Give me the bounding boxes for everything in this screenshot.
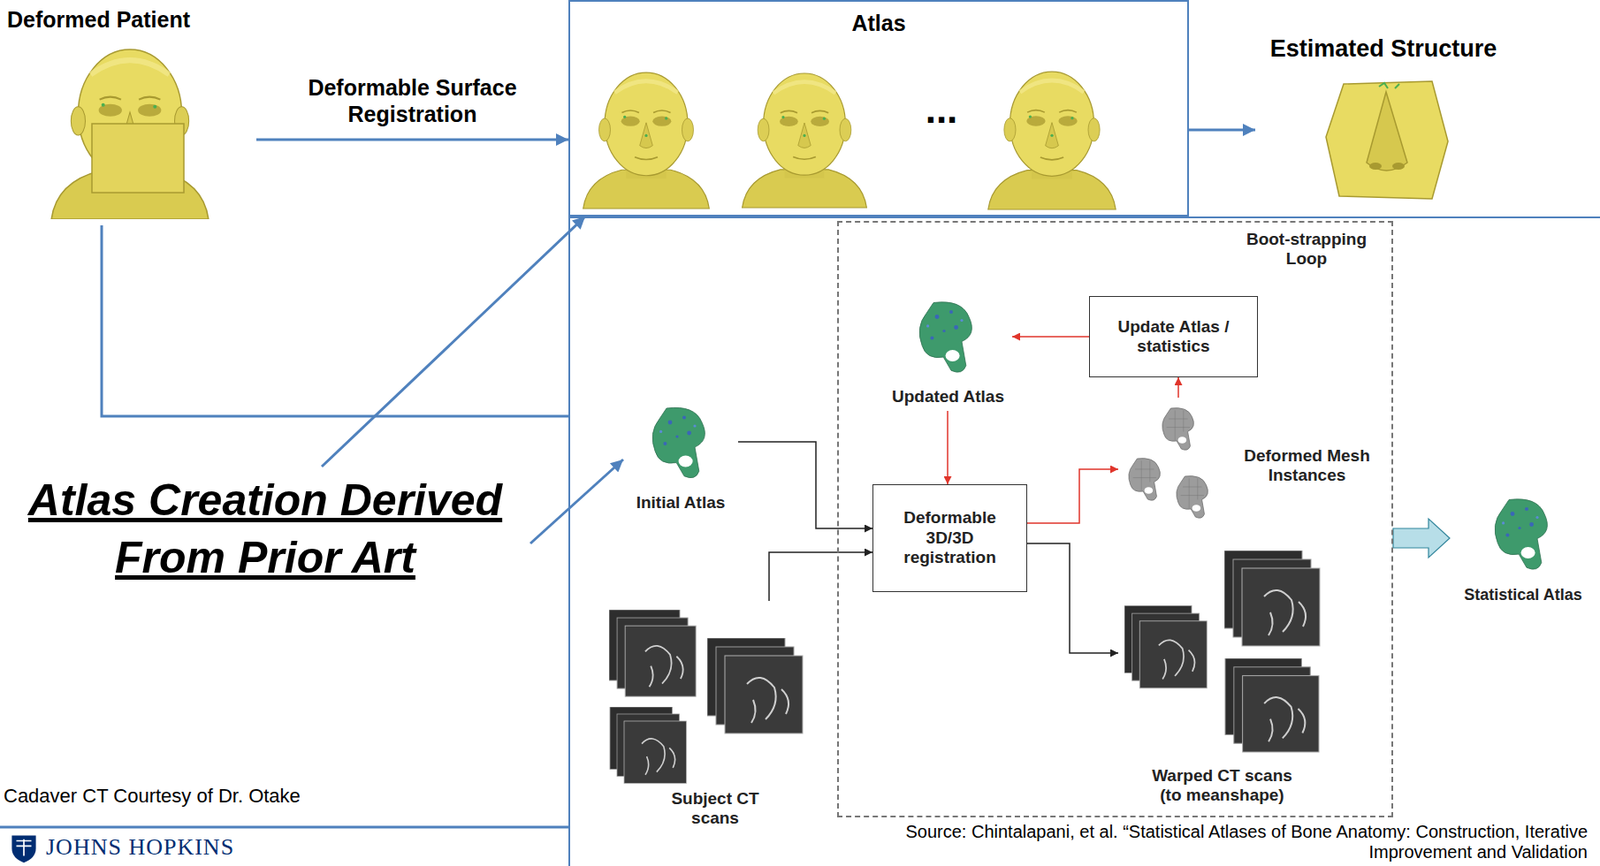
patient-head xyxy=(51,49,209,220)
icon-label: Deformed Mesh Instances xyxy=(1229,446,1385,487)
credit-note: Cadaver CT Courtesy of Dr. Otake xyxy=(3,784,358,808)
loop-frame: Boot-strapping LoopDeformable 3D/3D regi… xyxy=(837,220,1394,818)
ct-stack xyxy=(609,609,696,697)
mesh-icon xyxy=(1176,476,1209,519)
scan-group: Subject CT scans xyxy=(609,601,818,831)
estimate-group: Estimated Structure xyxy=(1255,35,1512,208)
atlas-icon xyxy=(919,302,972,373)
icon-label: Subject CT scans xyxy=(653,789,778,830)
connector-arrow xyxy=(946,411,949,485)
ct-stack xyxy=(1124,606,1207,689)
nostril xyxy=(1392,162,1405,170)
connector-arrow xyxy=(101,225,569,417)
label-slot: Cadaver CT Courtesy of Dr. Otake xyxy=(3,784,358,808)
logo-text: JOHNS HOPKINS xyxy=(45,834,329,862)
atlas-icon xyxy=(1494,499,1547,570)
box-label: Deformable 3D/3D registration xyxy=(879,508,1021,568)
connector-arrow xyxy=(256,138,569,142)
connector-arrow xyxy=(1177,377,1180,398)
nose-structure xyxy=(1325,81,1448,199)
icon-group: Updated Atlas xyxy=(883,291,1013,412)
heading-text: Estimated Structure xyxy=(1255,35,1512,64)
process-box: Update Atlas / statistics xyxy=(1089,296,1258,378)
atlas-head xyxy=(988,71,1116,210)
label-slot: JOHNS HOPKINS xyxy=(45,834,329,862)
atlas-head xyxy=(583,72,710,209)
edge-label-slot: Deformable Surface Registration xyxy=(266,75,559,128)
connector-arrow xyxy=(1012,335,1090,338)
icon-label: Warped CT scans (to meanshape) xyxy=(1144,766,1300,807)
atlas-box: Atlas xyxy=(568,0,1189,217)
divider-line xyxy=(0,826,569,830)
ellipsis-mark: ... xyxy=(910,86,973,133)
process-box: Deformable 3D/3D registration xyxy=(872,484,1028,593)
label-slot: ... xyxy=(910,86,973,133)
nose-shape xyxy=(1366,91,1408,171)
figure-panel: Source: Chintalapani, et al. “Statistica… xyxy=(568,216,1600,866)
ct-stack xyxy=(707,638,803,734)
ct-stack xyxy=(1225,658,1319,753)
mesh-icon xyxy=(1128,458,1161,502)
icon-label: Statistical Atlas xyxy=(1449,586,1597,605)
icon-label: Initial Atlas xyxy=(623,493,739,513)
connector-arrow xyxy=(530,459,624,544)
icon-group: Initial Atlas xyxy=(623,397,739,518)
edge-label: Deformable Surface Registration xyxy=(266,75,559,128)
connector-arrow xyxy=(769,552,873,602)
nostril xyxy=(1369,162,1382,170)
heading-text: Deformed Patient xyxy=(7,7,251,34)
callout-text: Atlas Creation Derived From Prior Art xyxy=(5,472,526,587)
block-arrow xyxy=(1393,518,1450,558)
box-title: Atlas xyxy=(570,10,1188,38)
source-citation: Source: Chintalapani, et al. “Statistica… xyxy=(880,822,1588,863)
green-marks xyxy=(1379,83,1400,89)
patient-group: Deformed Patient xyxy=(0,7,257,226)
callout-note: Atlas Creation Derived From Prior Art xyxy=(0,466,531,593)
connector-arrow xyxy=(1027,469,1119,524)
scan-group: Warped CT scans (to meanshape) xyxy=(1118,548,1326,814)
atlas-head xyxy=(742,73,868,208)
ct-stack xyxy=(609,707,686,784)
defect-patch xyxy=(91,123,184,193)
connector-arrow xyxy=(738,441,873,529)
mesh-icon xyxy=(1162,408,1195,451)
connector-arrow xyxy=(1027,543,1119,654)
logo-shield xyxy=(11,836,36,864)
frame-title: Boot-strapping Loop xyxy=(1231,229,1382,270)
icon-group: Deformed Mesh Instances xyxy=(1118,397,1393,531)
ct-stack xyxy=(1224,550,1320,647)
icon-label: Updated Atlas xyxy=(883,387,1013,407)
connector-arrow xyxy=(321,216,586,467)
connector-arrow xyxy=(1188,129,1256,132)
atlas-icon xyxy=(652,407,705,478)
icon-group: Statistical Atlas xyxy=(1449,490,1597,610)
box-label: Update Atlas / statistics xyxy=(1096,317,1251,358)
